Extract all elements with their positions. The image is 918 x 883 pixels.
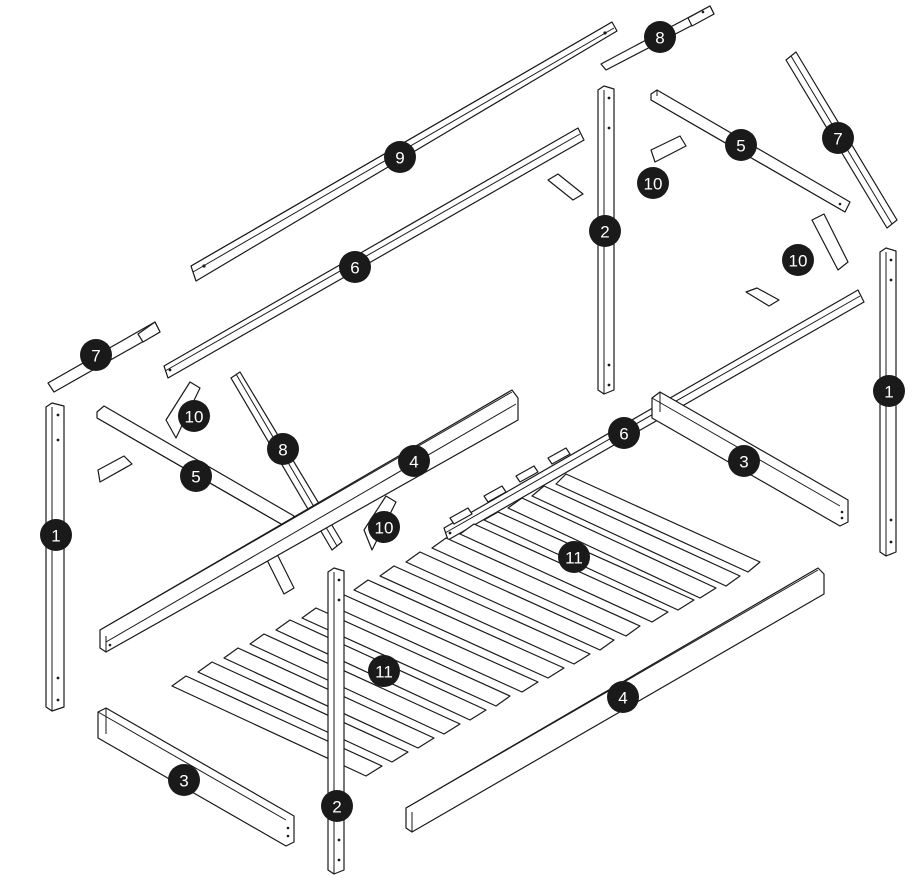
- callout-circle: [384, 141, 416, 173]
- callout-number: 4: [409, 453, 418, 472]
- callout-5: 5: [180, 460, 212, 492]
- slats-upper: [301, 473, 761, 707]
- callout-10: 10: [368, 511, 400, 543]
- callout-number: 3: [739, 453, 748, 472]
- callout-circle: [339, 251, 371, 283]
- callout-circle: [168, 764, 200, 796]
- callout-circle: [368, 511, 400, 543]
- callout-number: 10: [185, 408, 204, 427]
- callout-number: 10: [644, 175, 663, 194]
- callout-4: 4: [607, 681, 639, 713]
- callout-circle: [178, 400, 210, 432]
- part-6-rail-upper: [163, 127, 585, 379]
- callout-circle: [637, 167, 669, 199]
- callout-number: 7: [833, 130, 842, 149]
- bracket-10-right: [811, 213, 849, 271]
- callout-2: 2: [589, 215, 621, 247]
- callout-8: 8: [267, 433, 299, 465]
- callout-10: 10: [637, 167, 669, 199]
- callout-11: 11: [558, 541, 590, 573]
- callout-circle: [822, 122, 854, 154]
- callout-circle: [608, 417, 640, 449]
- callout-circle: [725, 129, 757, 161]
- callout-circle: [398, 445, 430, 477]
- callout-circle: [321, 790, 353, 822]
- callout-circle: [644, 21, 676, 53]
- callout-3: 3: [168, 764, 200, 796]
- callout-4: 4: [398, 445, 430, 477]
- part-1-post-left: [45, 402, 65, 712]
- callout-number: 10: [375, 519, 394, 538]
- callout-number: 11: [565, 549, 583, 568]
- bracket-10-left-small: [97, 455, 133, 483]
- callout-circle: [589, 215, 621, 247]
- callout-1: 1: [873, 375, 905, 407]
- callout-7: 7: [822, 122, 854, 154]
- callout-1: 1: [40, 519, 72, 551]
- callout-6: 6: [608, 417, 640, 449]
- part-2-post-lower: [327, 567, 345, 875]
- callout-number: 2: [600, 223, 609, 242]
- callout-circle: [607, 681, 639, 713]
- callout-number: 11: [375, 663, 393, 682]
- callout-11: 11: [368, 655, 400, 687]
- callout-5: 5: [725, 129, 757, 161]
- bracket-10-upper-left: [547, 173, 584, 201]
- callout-number: 10: [789, 252, 808, 271]
- bracket-10-upper-mid: [650, 135, 687, 163]
- callout-circle: [80, 339, 112, 371]
- callout-8: 8: [644, 21, 676, 53]
- callout-number: 6: [619, 425, 628, 444]
- callout-number: 3: [179, 772, 188, 791]
- slat-clips-upper: [449, 447, 571, 525]
- callout-number: 5: [191, 468, 200, 487]
- callout-number: 8: [655, 29, 664, 48]
- callout-circle: [267, 433, 299, 465]
- callout-number: 1: [51, 527, 60, 546]
- callout-number: 7: [91, 347, 100, 366]
- callout-circle: [558, 541, 590, 573]
- callout-10: 10: [782, 244, 814, 276]
- callout-number: 9: [395, 149, 404, 168]
- callout-number: 2: [332, 798, 341, 817]
- callout-number: 5: [736, 137, 745, 156]
- callout-circle: [368, 655, 400, 687]
- callout-circle: [180, 460, 212, 492]
- callout-10: 10: [178, 400, 210, 432]
- callout-number: 8: [278, 441, 287, 460]
- callout-circle: [873, 375, 905, 407]
- callout-number: 4: [618, 689, 627, 708]
- callout-circle: [728, 445, 760, 477]
- callout-7: 7: [80, 339, 112, 371]
- callout-circle: [782, 244, 814, 276]
- callout-number: 1: [884, 383, 893, 402]
- callout-2: 2: [321, 790, 353, 822]
- callout-9: 9: [384, 141, 416, 173]
- callout-number: 6: [350, 259, 359, 278]
- callout-3: 3: [728, 445, 760, 477]
- bracket-10-right-mid: [745, 287, 780, 307]
- callout-6: 6: [339, 251, 371, 283]
- callout-circle: [40, 519, 72, 551]
